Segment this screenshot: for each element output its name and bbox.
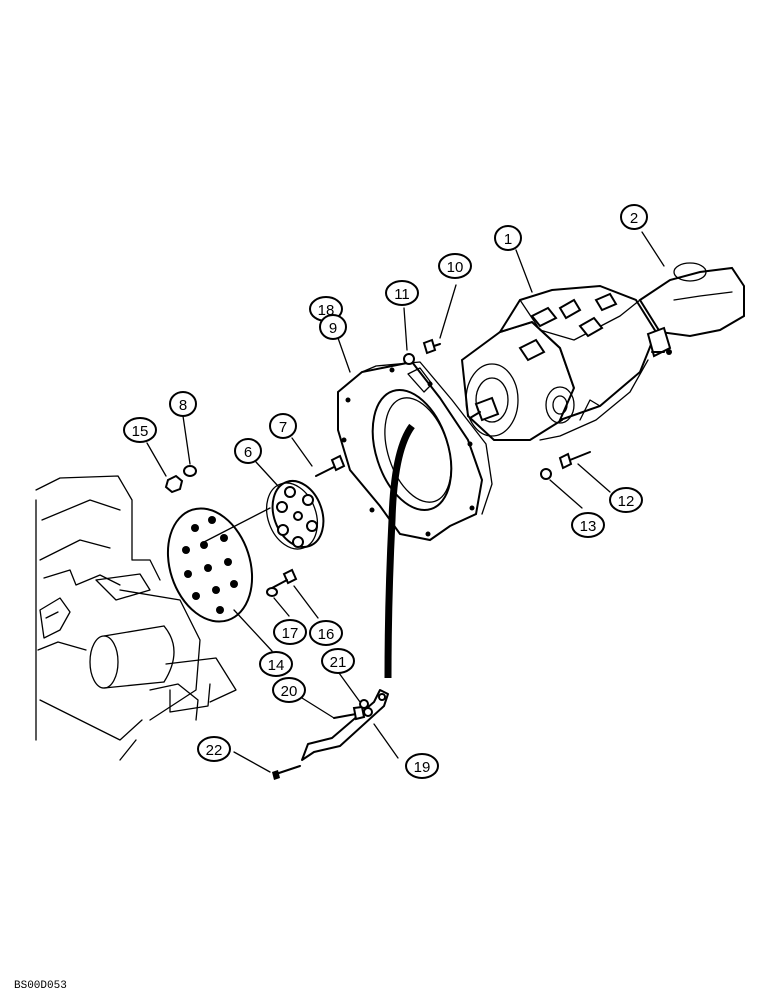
callout-8: 8: [169, 391, 197, 417]
callout-6: 6: [234, 438, 262, 464]
callout-11: 11: [385, 280, 419, 306]
support-bracket: [301, 689, 389, 761]
callout-12-label: 12: [618, 493, 635, 510]
callout-2-label: 2: [630, 210, 638, 227]
hose: [384, 423, 415, 679]
callout-6-label: 6: [244, 444, 252, 461]
bolt-12: [558, 451, 591, 470]
callout-22: 22: [197, 736, 231, 762]
callout-15: 15: [123, 417, 157, 443]
leader-lines: [146, 231, 665, 773]
callout-12: 12: [609, 487, 643, 513]
callout-20: 20: [272, 677, 306, 703]
callout-20-label: 20: [281, 683, 298, 700]
bolt-16: [271, 568, 298, 589]
coupling: [265, 480, 325, 550]
washer-8: [183, 465, 197, 477]
callout-17-label: 17: [282, 625, 299, 642]
callout-14-label: 14: [268, 657, 285, 674]
washer-17: [266, 587, 278, 597]
bolt-20: [333, 705, 366, 721]
callout-16: 16: [309, 620, 343, 646]
callout-9-label: 9: [329, 320, 337, 337]
callout-19-label: 19: [414, 759, 431, 776]
callout-2: 2: [620, 204, 648, 230]
callout-16-label: 16: [318, 626, 335, 643]
flex-plate: [166, 507, 254, 623]
stud-22: [272, 765, 301, 780]
callout-1: 1: [494, 225, 522, 251]
callout-17: 17: [273, 619, 307, 645]
callout-7: 7: [269, 413, 297, 439]
callout-21: 21: [321, 648, 355, 674]
callout-14: 14: [259, 651, 293, 677]
callout-7-label: 7: [279, 419, 287, 436]
hydraulic-pump: [460, 262, 745, 441]
engine-block: [35, 475, 237, 761]
callout-22-label: 22: [206, 742, 223, 759]
adapter-housing: [337, 360, 493, 542]
callout-13: 13: [571, 512, 605, 538]
callout-10: 10: [438, 253, 472, 279]
callout-15-label: 15: [132, 423, 149, 440]
callout-19: 19: [405, 753, 439, 779]
callout-1-label: 1: [504, 231, 512, 248]
bolt-7: [315, 454, 346, 477]
callout-8-label: 8: [179, 397, 187, 414]
bolt-10: [422, 338, 441, 355]
washer-21: [359, 699, 373, 717]
callout-13-label: 13: [580, 518, 597, 535]
callout-21-label: 21: [330, 654, 347, 671]
callout-9: 9: [319, 314, 347, 340]
washer-11: [403, 353, 415, 365]
washer-13: [540, 468, 552, 480]
nut-15: [164, 474, 184, 494]
drawing-code: BS00D053: [14, 980, 67, 992]
callout-11-label: 11: [394, 286, 410, 303]
callout-10-label: 10: [447, 259, 464, 276]
